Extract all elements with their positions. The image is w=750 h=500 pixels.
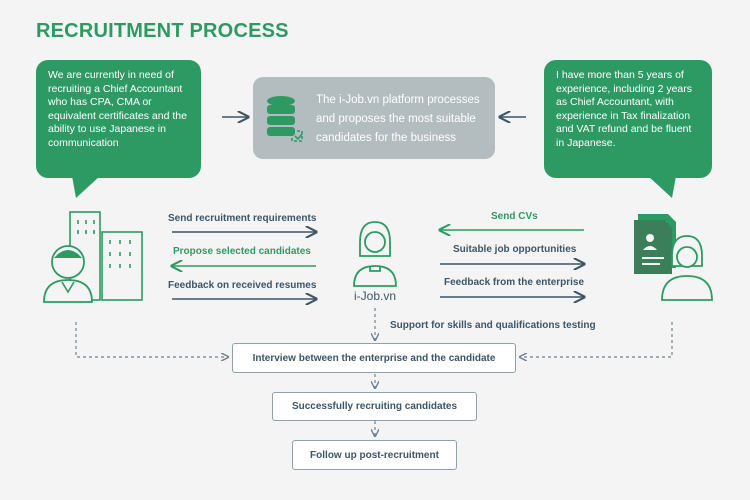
enterprise-bubble-tail (72, 176, 100, 198)
platform-name: i-Job.vn (353, 289, 397, 303)
interview-step-box: Interview between the enterprise and the… (232, 343, 516, 373)
follow-up-step-label: Follow up post-recruitment (310, 449, 439, 461)
recruiting-success-step-box: Successfully recruiting candidates (272, 392, 477, 421)
page-title: RECRUITMENT PROCESS (36, 20, 289, 42)
enterprise-request-text: We are currently in need of recruiting a… (48, 69, 187, 149)
candidate-to-interview-connector (520, 322, 673, 357)
flow-label-feedback-resumes: Feedback on received resumes (168, 280, 317, 291)
candidate-profile-text: I have more than 5 years of experience, … (556, 69, 692, 149)
flow-label-propose-candidates: Propose selected candidates (173, 246, 311, 257)
candidate-speech-bubble: I have more than 5 years of experience, … (544, 60, 712, 178)
flow-label-job-opportunities: Suitable job opportunities (453, 244, 577, 255)
platform-description: The i-Job.vn platform processes and prop… (316, 94, 480, 144)
flow-label-send-requirements: Send recruitment requirements (168, 213, 317, 224)
recruiting-success-step-label: Successfully recruiting candidates (291, 401, 458, 412)
follow-up-step-box: Follow up post-recruitment (292, 440, 457, 470)
cv-person-icon (634, 214, 713, 301)
enterprise-speech-bubble: We are currently in need of recruiting a… (36, 60, 201, 178)
interview-step-label: Interview between the enterprise and the… (252, 352, 496, 364)
testing-support-note: Support for skills and qualifications te… (390, 320, 596, 331)
building-person-icon (43, 211, 143, 303)
enterprise-to-interview-connector (75, 322, 228, 357)
platform-processing-box: The i-Job.vn platform processes and prop… (253, 77, 495, 159)
flow-label-enterprise-feedback: Feedback from the enterprise (444, 277, 585, 288)
flow-label-send-cvs: Send CVs (491, 211, 538, 222)
person-icon (353, 221, 397, 287)
candidate-bubble-tail (648, 176, 676, 198)
database-icon (267, 96, 303, 142)
